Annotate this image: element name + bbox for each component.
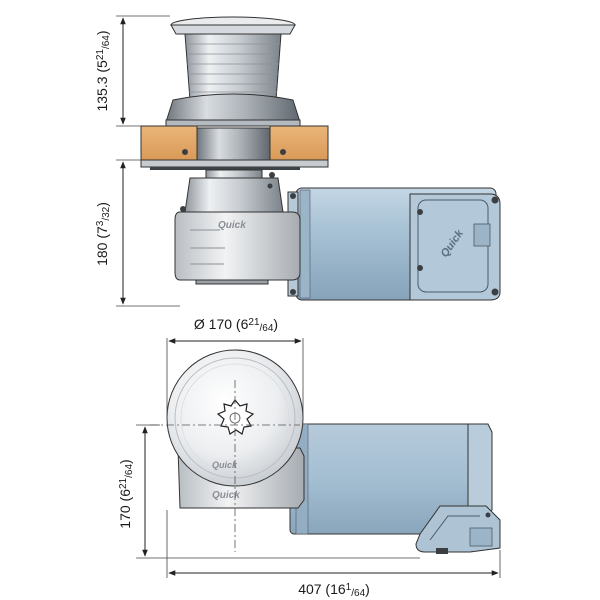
- total-length-close: ): [365, 581, 370, 597]
- svg-text:170 (621/64): 170 (621/64): [117, 459, 135, 528]
- brand-logo-plan-gearbox: Quick: [212, 490, 240, 501]
- diameter-value: Ø 170 (6: [194, 316, 249, 332]
- motor-side: Quick: [287, 187, 501, 301]
- svg-text:135.3 (521/64): 135.3 (521/64): [94, 30, 112, 111]
- svg-text:180 (73/32): 180 (73/32): [94, 202, 112, 266]
- mid-height-sub: /32: [101, 206, 112, 220]
- plan-height-close: ): [117, 459, 133, 464]
- top-height-sub: /64: [101, 35, 112, 49]
- plan-view: Quick Quick: [166, 349, 501, 554]
- dimension-diameter: Ø 170 (621/64): [166, 316, 304, 420]
- total-length-sub: /64: [351, 588, 365, 599]
- mid-height-sup: 3: [95, 220, 106, 226]
- brand-logo-gearbox: Quick: [218, 220, 246, 231]
- dimension-plan-height: 170 (621/64): [117, 424, 420, 559]
- top-height-value: 135.3 (5: [94, 60, 110, 112]
- diameter-sub: /64: [260, 323, 274, 334]
- svg-text:407 (161/64): 407 (161/64): [298, 581, 370, 599]
- motor-plan: [289, 423, 501, 554]
- diameter-sup: 21: [248, 317, 260, 328]
- diameter-close: ): [273, 316, 278, 332]
- mid-height-value: 180 (7: [94, 226, 110, 266]
- plan-height-sup: 21: [118, 477, 129, 489]
- top-height-sup: 21: [95, 49, 106, 61]
- brand-logo-drum: Quick: [212, 460, 238, 470]
- side-view: Quick: [140, 16, 501, 301]
- plan-height-sub: /64: [124, 464, 135, 478]
- mid-height-close: ): [94, 202, 110, 207]
- deck-section: [140, 125, 329, 170]
- total-length-value: 407 (16: [298, 581, 346, 597]
- top-height-close: ): [94, 30, 110, 35]
- dimension-total-length: 407 (161/64): [166, 510, 501, 599]
- plan-height-value: 170 (6: [117, 489, 133, 529]
- total-length-sup: 1: [346, 582, 352, 593]
- dimension-top-height: 135.3 (521/64): [94, 15, 170, 127]
- svg-text:Ø 170 (621/64): Ø 170 (621/64): [194, 316, 278, 334]
- dimension-mid-height: 180 (73/32): [94, 159, 180, 307]
- capstan-drum: [165, 16, 301, 127]
- gearbox-side: Quick: [174, 206, 301, 285]
